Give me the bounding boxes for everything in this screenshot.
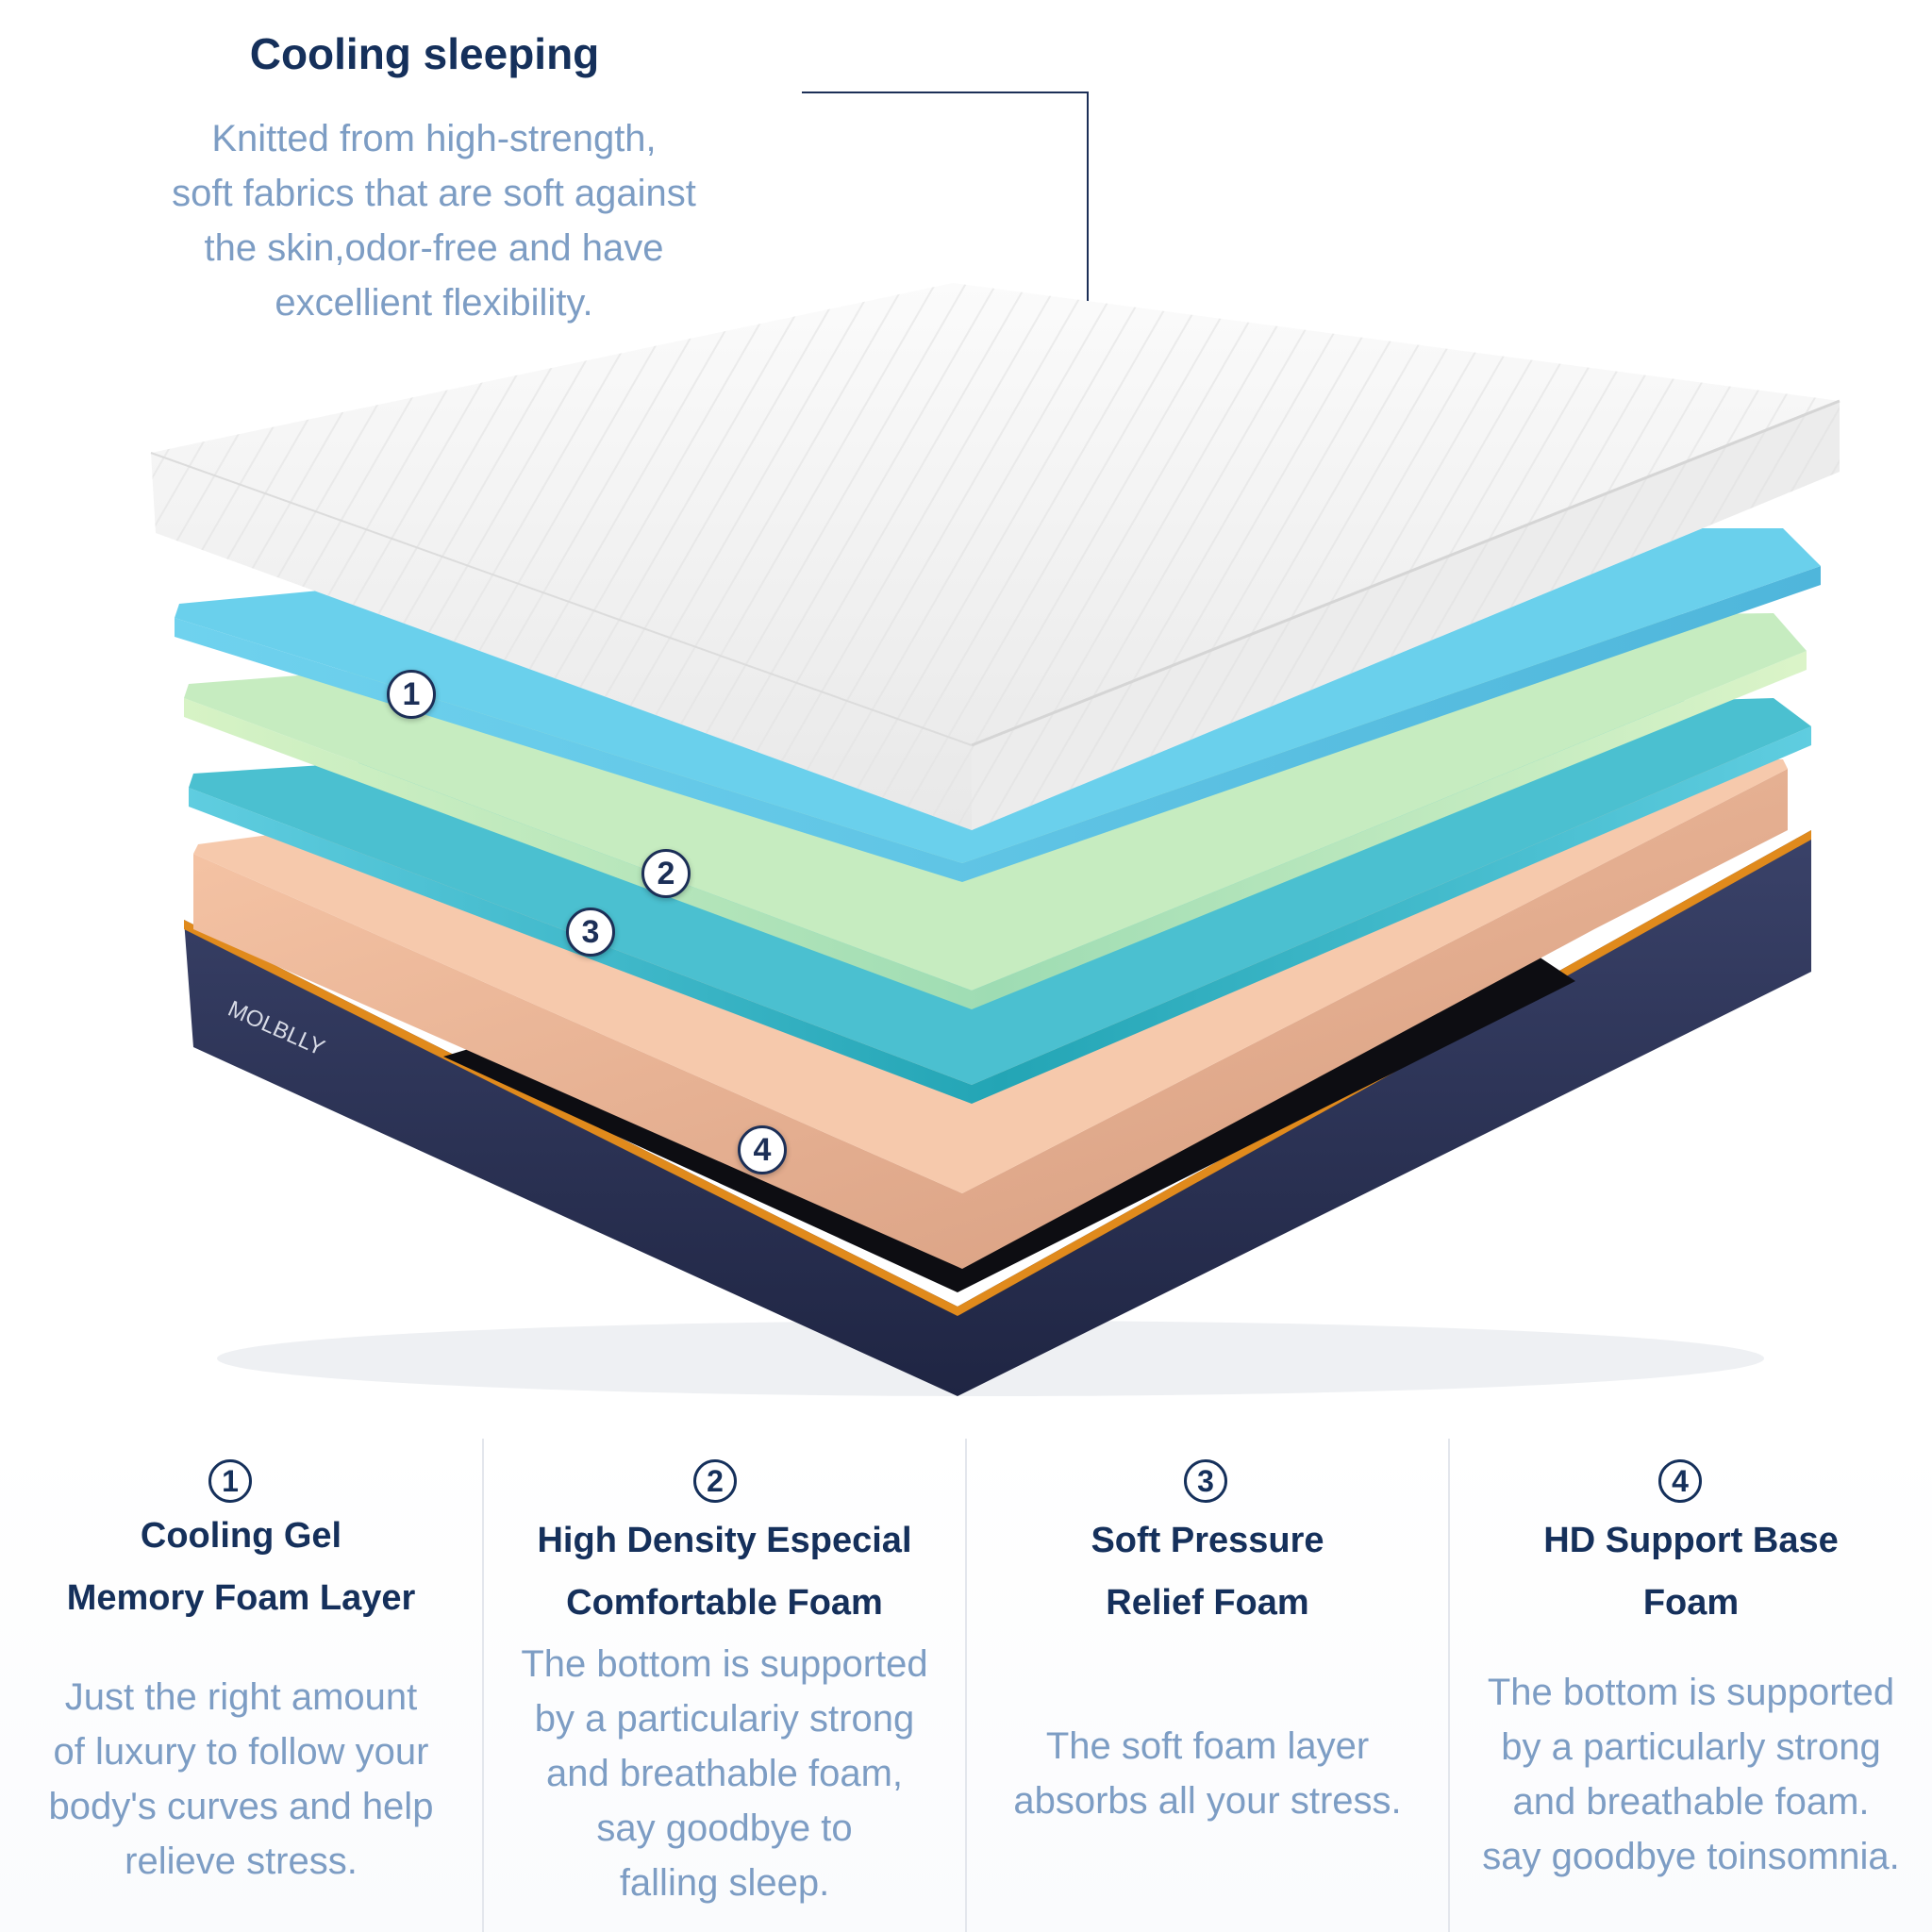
feature-title: High Density Especial Comfortable Foam [484,1509,965,1634]
feature-description: The soft foam layer absorbs all your str… [967,1719,1448,1828]
feature-description-line: by a particulariy strong [534,1698,915,1740]
feature-description: The bottom is supported by a particulari… [484,1637,965,1910]
feature-column-1: 1 Cooling Gel Memory Foam Layer Just the… [0,1439,482,1932]
layer-marker-4: 4 [738,1125,787,1174]
feature-description-line: relieve stress. [125,1840,358,1882]
feature-title-line: Cooling Gel [140,1516,342,1556]
feature-number: 4 [1658,1459,1702,1503]
comfort-layer-side [184,651,1807,1009]
feature-title: Cooling Gel Memory Foam Layer [0,1505,482,1629]
feature-title-line: HD Support Base [1543,1521,1839,1560]
feature-description-line: and breathable foam. [1512,1781,1870,1823]
relief-layer-side [189,726,1811,1104]
feature-description-line: of luxury to follow your [53,1731,429,1773]
layer-marker-1: 1 [387,670,436,719]
cover-knit-pattern [151,283,1840,830]
feature-description-line: by a particularly strong [1501,1726,1881,1768]
feature-title: Soft Pressure Relief Foam [967,1509,1448,1634]
feature-title-line: Soft Pressure [1091,1521,1324,1560]
hero-description-line: the skin,odor-free and have [204,227,664,269]
base-cover [184,830,1811,1396]
feature-columns: 1 Cooling Gel Memory Foam Layer Just the… [0,1439,1932,1932]
layer-marker-2: 2 [641,849,691,898]
hero-title: Cooling sleeping [249,29,600,78]
feature-column-2: 2 High Density Especial Comfortable Foam… [484,1439,965,1932]
feature-description-line: and breathable foam, [545,1753,904,1794]
column-divider [1448,1439,1450,1932]
feature-description-line: say goodbye to [596,1807,853,1849]
mattress-illustration: MOLBLLY [150,283,1840,1396]
feature-description-line: absorbs all your stress. [1013,1780,1402,1822]
feature-description-line: The bottom is supported [521,1643,928,1685]
column-divider [965,1439,967,1932]
feature-description-line: body's curves and help [48,1786,434,1827]
gel-layer-side [175,566,1821,882]
feature-description-line: The soft foam layer [1045,1725,1370,1767]
feature-number: 1 [208,1459,252,1503]
feature-title-line: Memory Foam Layer [66,1578,416,1618]
feature-description-line: The bottom is supported [1487,1672,1895,1713]
feature-description: The bottom is supported by a particularl… [1450,1665,1932,1884]
feature-description-line: say goodbye toinsomnia. [1482,1836,1900,1877]
hero-description-line: Knitted from high-strength, [211,118,657,159]
feature-title-line: High Density Especial [537,1521,912,1560]
feature-description: Just the right amount of luxury to follo… [0,1670,482,1889]
feature-title-line: Relief Foam [1106,1583,1309,1623]
feature-title: HD Support Base Foam [1450,1509,1932,1634]
feature-number: 3 [1184,1459,1227,1503]
column-divider [482,1439,484,1932]
feature-title-line: Foam [1642,1583,1740,1623]
hero-description: Knitted from high-strength, soft fabrics… [132,111,736,330]
hero-description-line: excellient flexibility. [275,282,593,324]
feature-column-3: 3 Soft Pressure Relief Foam The soft foa… [967,1439,1448,1932]
hero-description-line: soft fabrics that are soft against [172,173,696,214]
feature-title-line: Comfortable Foam [566,1583,883,1623]
base-foam-side [193,769,1788,1269]
feature-column-4: 4 HD Support Base Foam The bottom is sup… [1450,1439,1932,1932]
feature-description-line: Just the right amount [64,1676,418,1718]
feature-number: 2 [693,1459,737,1503]
layer-marker-3: 3 [566,908,615,957]
feature-description-line: falling sleep. [619,1862,830,1904]
cover-side-knit [972,401,1840,830]
